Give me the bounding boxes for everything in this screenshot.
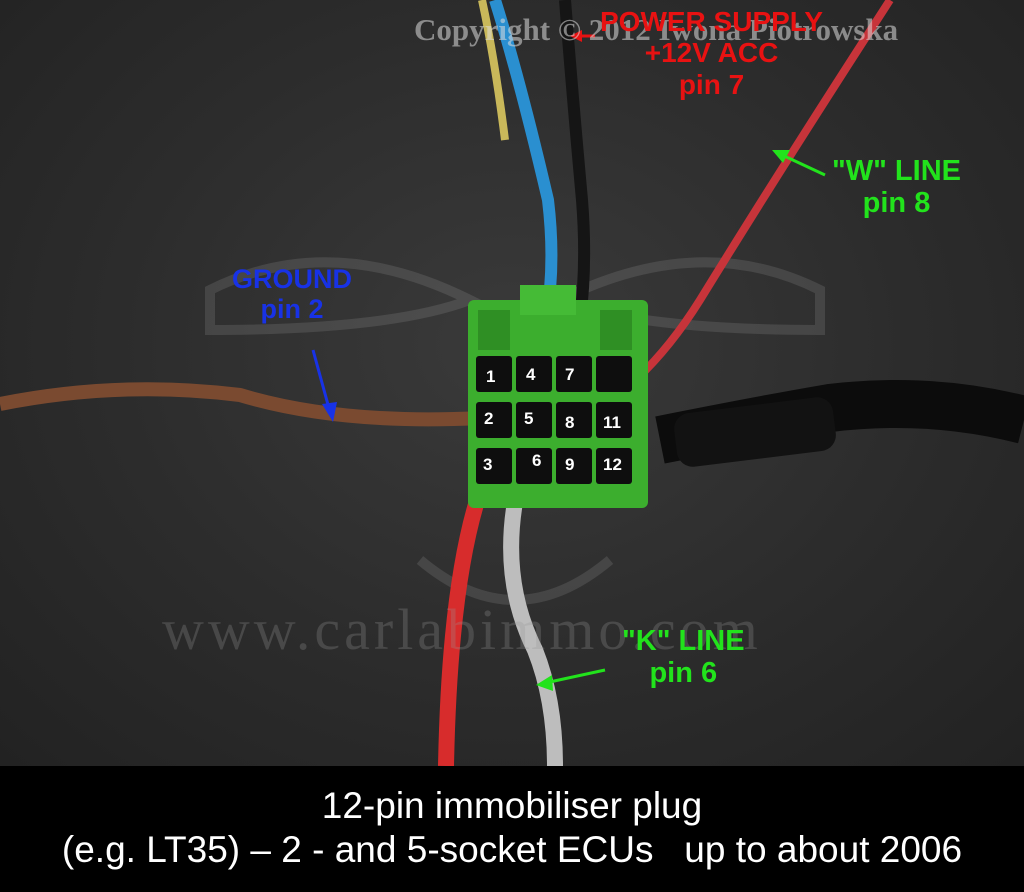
k-line-label-line1: "K" LINE [622,625,745,657]
pin-label: 1 [486,367,495,386]
connector: 1 2 3 4 5 6 7 8 9 11 12 [468,285,648,508]
ground-label-line2: pin 2 [260,294,324,325]
ground-label-line1: GROUND [232,264,352,294]
pin-label: 3 [483,455,492,474]
ground-arrow [311,349,337,422]
power-label-line2: +12V ACC [644,37,779,69]
caption: 12-pin immobiliser plug (e.g. LT35) – 2 … [0,766,1024,892]
pin-label: 9 [565,455,574,474]
w-line-arrow [772,150,826,177]
heat-shrink [674,397,836,467]
pin-label: 5 [524,409,533,428]
copyright-watermark: Copyright © 2012 Iwona Piotrowska [414,12,899,47]
w-line-label-line2: pin 8 [862,187,931,220]
w-line-label: "W" LINE pin 8 [832,155,961,220]
k-line-label-line2: pin 6 [649,657,718,690]
pin-label: 8 [565,413,574,432]
pin-label: 6 [532,451,541,470]
power-arrow [570,30,595,42]
pin-label: 4 [526,365,536,384]
pin-label: 12 [603,455,622,474]
pin-label: 2 [484,409,493,428]
caption-line2: (e.g. LT35) – 2 - and 5-socket ECUs up t… [61,829,963,870]
power-label-line1: POWER SUPPLY [600,6,824,37]
pin-label: 11 [603,413,621,432]
ground-label: GROUND pin 2 [232,264,352,324]
pin-label: 7 [565,365,574,384]
caption-line1: 12-pin immobiliser plug [321,785,703,826]
yellow-wire [478,0,509,141]
k-line-arrow [536,668,606,691]
url-watermark: www.carlabimmo.com [162,597,762,662]
brown-wire [0,382,481,427]
wiring-scene: 1 2 3 4 5 6 7 8 9 11 12 [0,0,1024,766]
w-line-label-line1: "W" LINE [832,155,961,187]
grey-wire [503,467,563,766]
k-line-label: "K" LINE pin 6 [622,625,745,690]
photo: 1 2 3 4 5 6 7 8 9 11 12 Cop [0,0,1024,766]
power-label-line3: pin 7 [678,68,745,100]
power-supply-label: POWER SUPPLY +12V ACC pin 7 [600,6,823,100]
